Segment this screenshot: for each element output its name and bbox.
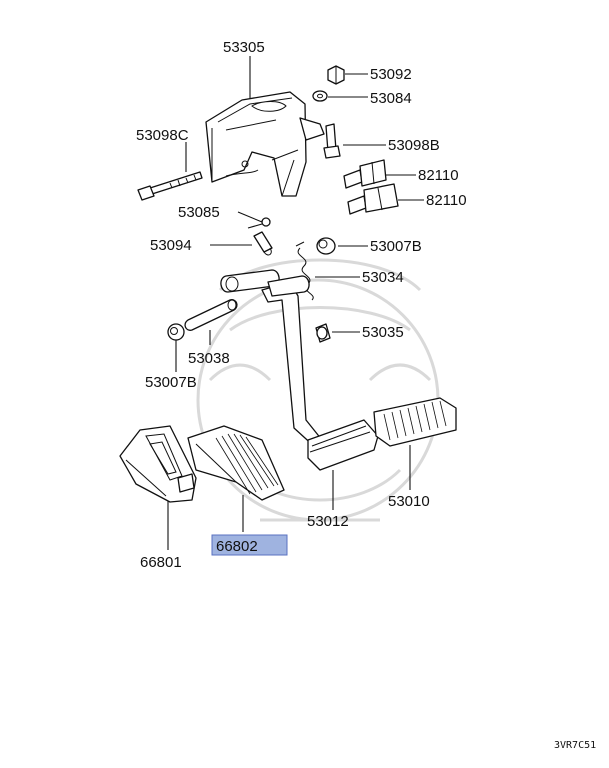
brake-pedal-pad-53012 [307,419,379,471]
brake-pedal-arm [220,269,323,449]
callout-53092[interactable]: 53092 [370,66,412,83]
nut-53092 [327,65,345,85]
callout-53098B[interactable]: 53098B [388,137,440,154]
diagram-code: 3VR7C51 [554,740,596,751]
callout-53007B-lower[interactable]: 53007B [145,374,197,391]
footrest-bracket-66801 [119,425,197,503]
bolt-53098B [323,123,341,159]
return-spring-53034 [295,241,314,301]
callout-53012[interactable]: 53012 [307,513,349,530]
callout-66801[interactable]: 66801 [140,554,182,571]
callout-labels: 53305 53092 53084 53098C 53098B 82110 82… [136,39,467,571]
stopper-53035 [315,323,331,343]
callout-53094[interactable]: 53094 [150,237,192,254]
callout-53010[interactable]: 53010 [388,493,430,510]
callout-53085[interactable]: 53085 [178,204,220,221]
switch-82110-lower [347,183,399,215]
callout-82110-upper[interactable]: 82110 [418,167,459,184]
callout-53038[interactable]: 53038 [188,350,230,367]
pedal-pad-53010 [373,397,457,447]
callout-53035[interactable]: 53035 [362,324,404,341]
clip-53085 [261,217,271,227]
footrest-66802 [187,425,285,501]
callout-53034[interactable]: 53034 [362,269,404,286]
shaft-53038 [184,299,238,331]
switch-82110-upper [343,159,387,189]
callout-53084[interactable]: 53084 [370,90,412,107]
pin-53094 [253,231,273,256]
callout-82110-lower[interactable]: 82110 [426,192,467,209]
callout-53305[interactable]: 53305 [223,39,265,56]
bolt-53098C [137,171,203,201]
leader-lines [167,56,424,550]
callout-66802[interactable]: 66802 [216,538,258,555]
washer-53084 [312,90,328,102]
bushing-53007B-upper [316,237,336,255]
callout-53007B-upper[interactable]: 53007B [370,238,422,255]
callout-53098C[interactable]: 53098C [136,127,189,144]
highlight-box-66802 [211,534,288,556]
bushing-53007B-lower [167,323,185,341]
pedal-bracket [205,91,325,197]
